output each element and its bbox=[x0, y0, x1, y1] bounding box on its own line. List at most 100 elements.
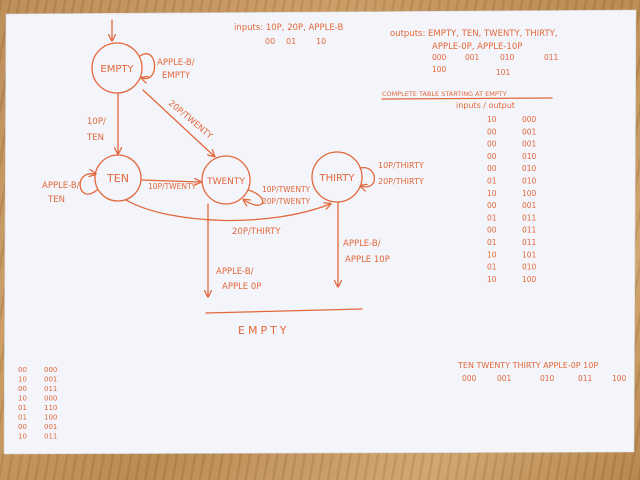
outputs-line-2: APPLE-0P, APPLE-10P bbox=[432, 42, 522, 52]
table-row-output: 001 bbox=[522, 201, 537, 210]
table-row-input: 10 bbox=[487, 250, 497, 259]
bottom-empty-line bbox=[205, 308, 363, 314]
label-empty-ten: 10P/ bbox=[87, 117, 106, 127]
bottom-empty-label: EMPTY bbox=[238, 324, 290, 337]
table-row-input: 00 bbox=[487, 152, 497, 161]
table-row-output: 010 bbox=[522, 152, 537, 161]
table-row-output: 010 bbox=[522, 164, 537, 173]
table-title-underline bbox=[381, 97, 553, 100]
table-row-input: 01 bbox=[487, 238, 497, 247]
input-code-2: 10 bbox=[316, 37, 326, 46]
label-empty-self-2: EMPTY bbox=[162, 71, 191, 81]
table-row-output: 011 bbox=[522, 238, 537, 247]
table-row-input: 10 bbox=[487, 115, 497, 124]
table-row-input: 10 bbox=[487, 189, 497, 198]
bottom-left-output: 001 bbox=[44, 376, 57, 384]
bottom-left-input: 10 bbox=[18, 395, 27, 403]
table-row-input: 00 bbox=[487, 226, 497, 235]
table-header: inputs / output bbox=[456, 101, 515, 110]
bottom-left-input: 00 bbox=[18, 385, 27, 393]
table-title: COMPLETE TABLE STARTING AT EMPTY bbox=[382, 90, 507, 98]
output-code-2: 010 bbox=[500, 53, 515, 62]
table-row-output: 011 bbox=[522, 226, 537, 235]
output-code-4: 100 bbox=[432, 65, 447, 74]
twenty-self-loop bbox=[244, 189, 264, 205]
svg-text:THIRTY: THIRTY bbox=[318, 173, 355, 184]
bottom-right-codes: 000 001 010 011 100 bbox=[462, 374, 627, 383]
bottom-left-input: 10 bbox=[18, 376, 27, 384]
bottom-right-code: 100 bbox=[612, 374, 627, 383]
table-row-output: 001 bbox=[522, 127, 537, 136]
label-twenty-apple: APPLE-B/ bbox=[216, 267, 254, 277]
table-row-input: 01 bbox=[487, 263, 497, 272]
svg-text:EMPTY: EMPTY bbox=[100, 64, 134, 75]
label-thirty-apple-2: APPLE 10P bbox=[345, 255, 390, 265]
bottom-left-input: 01 bbox=[18, 404, 27, 412]
label-empty-self: APPLE-B/ bbox=[157, 58, 195, 68]
table-row-output: 100 bbox=[522, 275, 537, 284]
label-thirty-self: 10P/THIRTY bbox=[378, 161, 424, 170]
bottom-left-output: 110 bbox=[44, 404, 57, 412]
bottom-left-input: 10 bbox=[18, 433, 27, 441]
table-row-output: 001 bbox=[522, 140, 537, 149]
bottom-left-input: 00 bbox=[18, 423, 27, 431]
state-empty: EMPTY bbox=[91, 42, 143, 94]
bottom-left-output: 001 bbox=[44, 423, 57, 431]
bottom-right-code: 011 bbox=[578, 374, 593, 383]
table-row-output: 010 bbox=[522, 263, 537, 272]
bottom-left-output: 011 bbox=[44, 385, 57, 393]
bottom-right-code: 010 bbox=[540, 374, 555, 383]
label-thirty-self-2: 20P/THIRTY bbox=[378, 177, 424, 186]
input-code-0: 00 bbox=[265, 37, 275, 46]
inputs-line: inputs: 10P, 20P, APPLE-B bbox=[234, 23, 343, 33]
arrow-ten-twenty bbox=[140, 180, 200, 182]
output-code-3: 011 bbox=[544, 53, 559, 62]
paper-background bbox=[3, 9, 637, 455]
table-row-output: 100 bbox=[522, 189, 537, 198]
table-row-input: 00 bbox=[487, 127, 497, 136]
label-twenty-self: 10P/TWENTY bbox=[262, 185, 311, 194]
svg-text:TWENTY: TWENTY bbox=[206, 177, 245, 187]
table-row-output: 000 bbox=[522, 115, 537, 124]
label-ten-self: APPLE-B/ bbox=[42, 181, 80, 191]
bottom-right-code: 001 bbox=[497, 374, 512, 383]
state-twenty: TWENTY bbox=[201, 155, 251, 205]
state-ten: TEN bbox=[94, 154, 142, 202]
label-twenty-self-2: 20P/TWENTY bbox=[262, 197, 311, 206]
state-thirty: THIRTY bbox=[311, 151, 363, 203]
thirty-self-loop bbox=[360, 167, 375, 187]
output-code-1: 001 bbox=[465, 53, 480, 62]
table-row-input: 10 bbox=[487, 275, 497, 284]
bottom-left-output: 011 bbox=[44, 433, 57, 441]
empty-self-loop bbox=[140, 53, 156, 79]
table-row-input: 00 bbox=[487, 164, 497, 173]
table-row-output: 101 bbox=[522, 250, 537, 259]
bottom-left-input: 00 bbox=[18, 366, 27, 374]
outputs-line-1: outputs: EMPTY, TEN, TWENTY, THIRTY, bbox=[390, 29, 558, 39]
table-row-input: 00 bbox=[487, 201, 497, 210]
bottom-left-output: 000 bbox=[44, 395, 57, 403]
ten-self-loop bbox=[79, 174, 98, 195]
table-row-output: 011 bbox=[522, 213, 537, 222]
bottom-left-input: 01 bbox=[18, 414, 27, 422]
table-row-input: 01 bbox=[487, 213, 497, 222]
bottom-right-code: 000 bbox=[462, 374, 477, 383]
output-code-5: 101 bbox=[496, 68, 511, 77]
arrow-empty-twenty bbox=[142, 89, 214, 156]
svg-text:TEN: TEN bbox=[106, 172, 129, 185]
bottom-left-output: 000 bbox=[44, 366, 57, 374]
output-code-0: 000 bbox=[432, 53, 447, 62]
table-row-output: 010 bbox=[522, 177, 537, 186]
input-code-1: 01 bbox=[286, 37, 296, 46]
bottom-right-labels: TEN TWENTY THIRTY APPLE-0P 10P bbox=[457, 361, 598, 370]
label-thirty-apple: APPLE-B/ bbox=[343, 239, 381, 249]
table-row-input: 00 bbox=[487, 140, 497, 149]
table-row-input: 01 bbox=[487, 177, 497, 186]
label-twenty-apple-2: APPLE 0P bbox=[222, 282, 261, 292]
label-ten-thirty: 20P/THIRTY bbox=[232, 227, 281, 237]
label-ten-twenty: 10P/TWENTY bbox=[148, 182, 197, 191]
bottom-left-output: 100 bbox=[44, 414, 57, 422]
